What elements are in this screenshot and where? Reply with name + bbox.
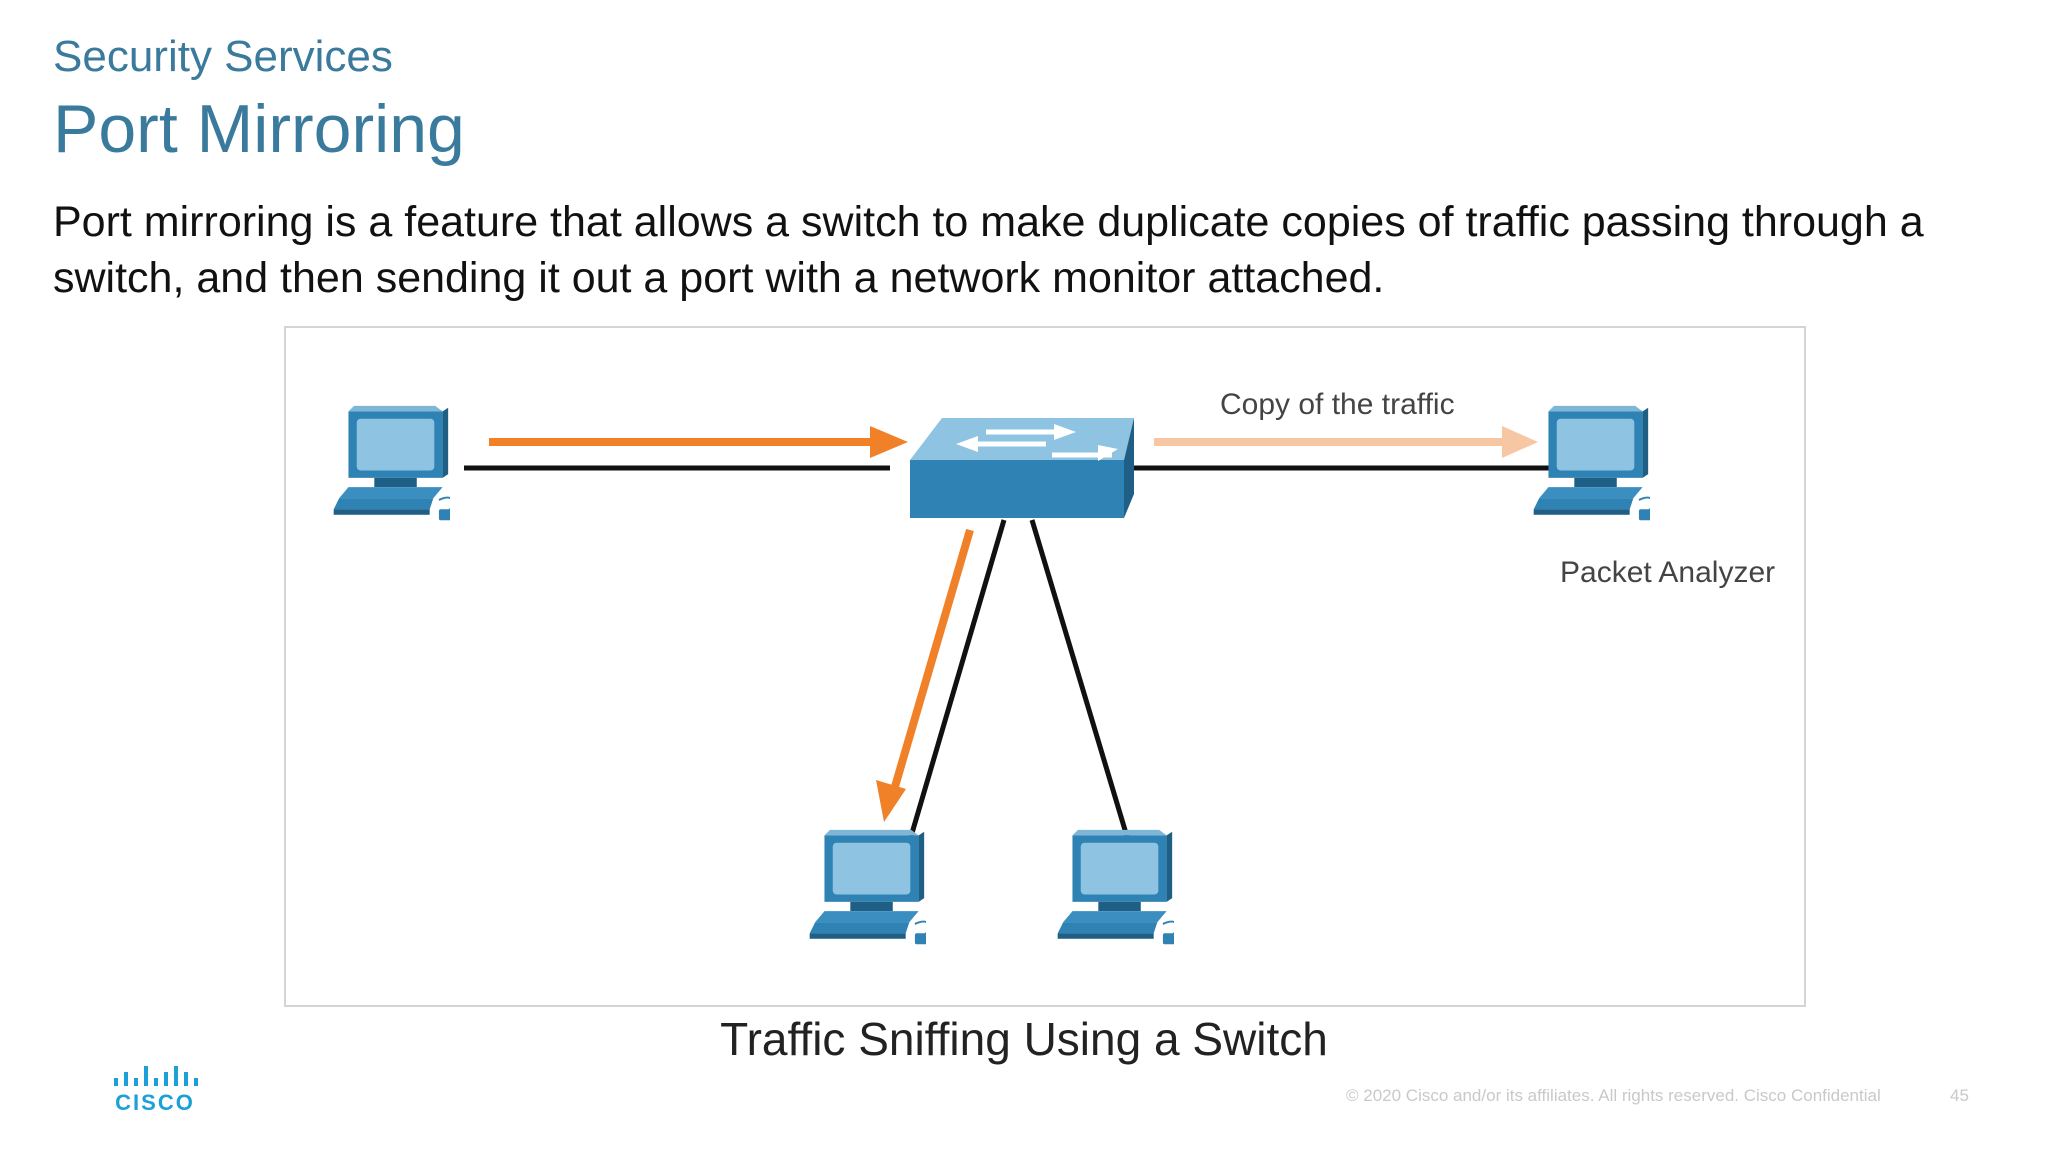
- cisco-bars-icon: [114, 1066, 198, 1086]
- port-mirroring-diagram: Copy of the traffic Packet Analyzer: [284, 326, 1806, 1007]
- source-pc-icon: [332, 404, 450, 522]
- link-switch-bottom-left-pc: [907, 519, 1007, 841]
- other-pc-icon: [1056, 828, 1174, 946]
- cisco-logo-text: CISCO: [115, 1090, 195, 1115]
- incoming-traffic-arrow: [489, 426, 908, 458]
- section-subtitle: Security Services: [53, 32, 393, 81]
- copy-traffic-label: Copy of the traffic: [1220, 388, 1455, 421]
- destination-pc-icon: [808, 828, 926, 946]
- page-number: 45: [1950, 1086, 1969, 1105]
- copy-traffic-arrow: [1154, 426, 1538, 458]
- figure-caption: Traffic Sniffing Using a Switch: [720, 1013, 1328, 1065]
- cisco-logo: CISCO: [110, 1066, 200, 1115]
- body-text: Port mirroring is a feature that allows …: [53, 198, 1924, 302]
- packet-analyzer-pc-icon: [1532, 404, 1650, 522]
- slide-title: Port Mirroring: [53, 91, 465, 167]
- switch-icon: [910, 418, 1134, 518]
- link-switch-bottom-right-pc: [1029, 519, 1131, 841]
- copyright-footer: © 2020 Cisco and/or its affiliates. All …: [1346, 1086, 1881, 1105]
- packet-analyzer-label: Packet Analyzer: [1560, 556, 1775, 589]
- outgoing-traffic-arrow: [876, 528, 974, 822]
- diagram-canvas: Copy of the traffic Packet Analyzer: [332, 388, 1775, 946]
